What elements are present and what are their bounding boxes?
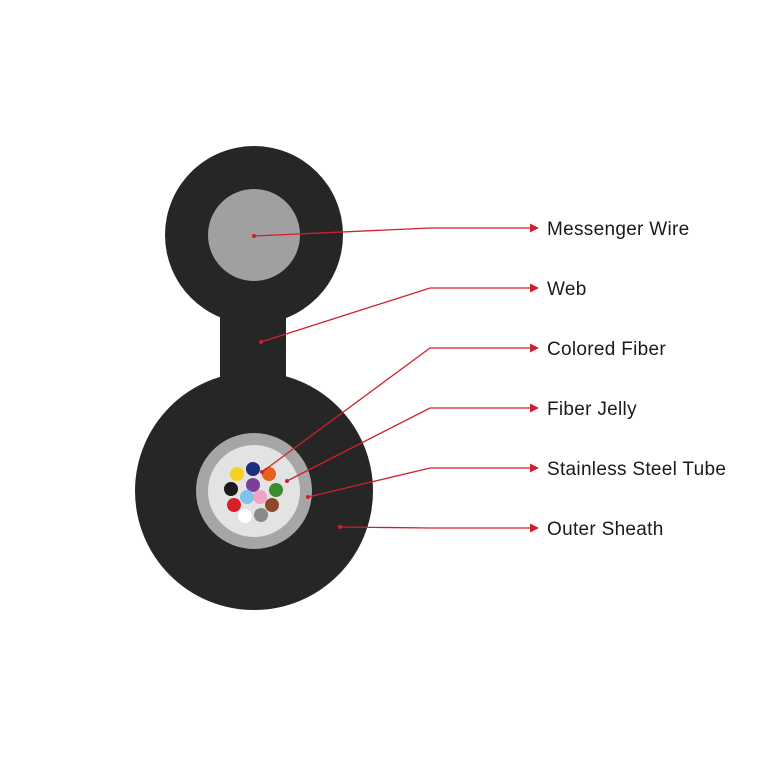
colored-fiber-6: [269, 483, 283, 497]
colored-fiber-8: [240, 490, 254, 504]
colored-fiber-1: [230, 467, 244, 481]
endpoint-web: [259, 340, 263, 344]
colored-fiber-4: [224, 482, 238, 496]
label-messenger-wire: Messenger Wire: [547, 219, 690, 240]
endpoint-messenger-wire: [252, 234, 256, 238]
labels: Messenger Wire Web Colored Fiber Fiber J…: [547, 219, 726, 540]
label-colored-fiber: Colored Fiber: [547, 339, 666, 360]
endpoint-stainless-steel-tube: [306, 495, 310, 499]
colored-fiber-2: [246, 462, 260, 476]
colored-fiber-9: [253, 490, 267, 504]
colored-fibers: [224, 462, 283, 523]
colored-fiber-5: [246, 478, 260, 492]
endpoint-outer-sheath: [338, 525, 342, 529]
colored-fiber-10: [265, 498, 279, 512]
label-stainless-steel-tube: Stainless Steel Tube: [547, 459, 726, 480]
colored-fiber-12: [254, 508, 268, 522]
leader-web: [260, 283, 539, 343]
leader-outer-sheath: [339, 523, 539, 533]
leader-messenger-wire: [253, 223, 539, 237]
endpoint-fiber-jelly: [285, 479, 289, 483]
leader-stainless-steel-tube: [307, 463, 539, 498]
label-fiber-jelly: Fiber Jelly: [547, 399, 637, 420]
colored-fiber-11: [238, 509, 252, 523]
label-outer-sheath: Outer Sheath: [547, 519, 664, 540]
leader-lines: [253, 223, 539, 533]
leader-fiber-jelly: [286, 403, 539, 482]
cable-body: [135, 146, 373, 610]
colored-fiber-3: [262, 467, 276, 481]
leader-colored-fiber: [261, 343, 539, 473]
endpoint-colored-fiber: [260, 470, 264, 474]
leader-endpoints: [252, 234, 342, 529]
label-web: Web: [547, 279, 587, 300]
colored-fiber-7: [227, 498, 241, 512]
